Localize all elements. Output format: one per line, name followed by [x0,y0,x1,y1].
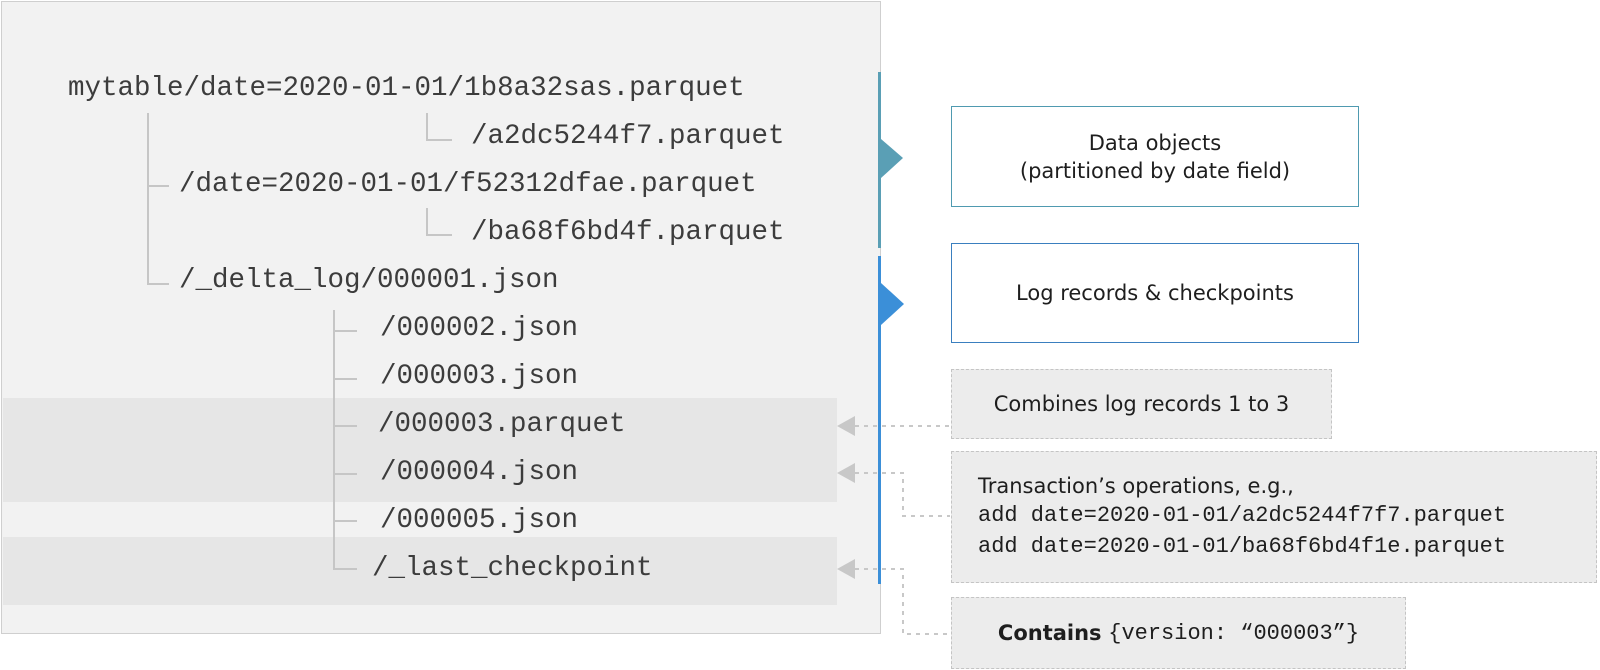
log-records-label: Log records & checkpoints [1016,281,1294,305]
combines-text: Combines log records 1 to 3 [993,392,1290,416]
tree-connector-branch-log3 [333,378,357,380]
combines-note: Combines log records 1 to 3 [951,369,1332,439]
transaction-op-2: add date=2020-01-01/ba68f6bd4f1e.parquet [978,534,1507,559]
tree-connector-vertical-a2 [426,113,428,139]
checkpoint-highlight-band [3,398,837,502]
tree-connector-branch-deltalog [147,283,169,285]
tree-connector-branch-a2 [426,139,452,141]
data-objects-pointer [881,139,903,178]
path-file-a2dc: /a2dc5244f7.parquet [471,121,785,152]
path-log-000003: /000003.json [380,361,579,392]
transaction-op-1: add date=2020-01-01/a2dc5244f7f7.parquet [978,503,1507,528]
contains-label: Contains [997,621,1102,645]
contains-note: Contains {version: “000003”} [951,597,1406,669]
contains-version-code: {version: “000003”} [1108,620,1360,646]
transaction-heading: Transaction’s operations, e.g., [978,474,1294,498]
data-objects-box: Data objects (partitioned by date field) [951,106,1359,207]
data-objects-label: Data objects [1088,130,1222,155]
data-objects-bracket [878,72,881,248]
tree-connector-vertical-ba [426,208,428,234]
leader-transaction [855,472,950,517]
log-records-box: Log records & checkpoints [951,243,1359,343]
tree-connector-branch-lastckpt [333,568,357,570]
path-delta-log: /_delta_log/000001.json [179,265,559,296]
path-log-000005: /000005.json [380,505,579,536]
arrowhead-log4 [837,463,855,483]
log-records-pointer [881,283,904,325]
path-root-partition-file: mytable/date=2020-01-01/1b8a32sas.parque… [68,73,745,104]
arrowhead-last-checkpoint [837,559,855,579]
path-last-checkpoint: /_last_checkpoint [372,553,653,584]
arrowhead-checkpoint [837,416,855,436]
tree-connector-vertical-log [333,310,335,569]
leader-contains [855,568,950,635]
data-objects-sublabel: (partitioned by date field) [1019,158,1291,183]
path-partition-2: /date=2020-01-01/f52312dfae.parquet [179,169,757,200]
path-checkpoint-000003: /000003.parquet [378,409,626,440]
tree-connector-vertical-1 [147,113,149,285]
tree-connector-branch-log4 [333,473,357,475]
tree-connector-branch-ba [426,234,452,236]
file-tree-panel [1,1,881,634]
path-file-ba68: /ba68f6bd4f.parquet [471,217,785,248]
tree-connector-branch-log2 [333,330,357,332]
path-log-000004: /000004.json [380,457,579,488]
path-log-000002: /000002.json [380,313,579,344]
tree-connector-branch-log5 [333,520,357,522]
tree-connector-branch-partition [147,185,169,187]
transaction-note: Transaction’s operations, e.g., add date… [951,451,1597,583]
last-checkpoint-highlight-band [3,537,837,605]
tree-connector-branch-ckpt3 [333,425,357,427]
log-records-bracket [878,256,881,584]
